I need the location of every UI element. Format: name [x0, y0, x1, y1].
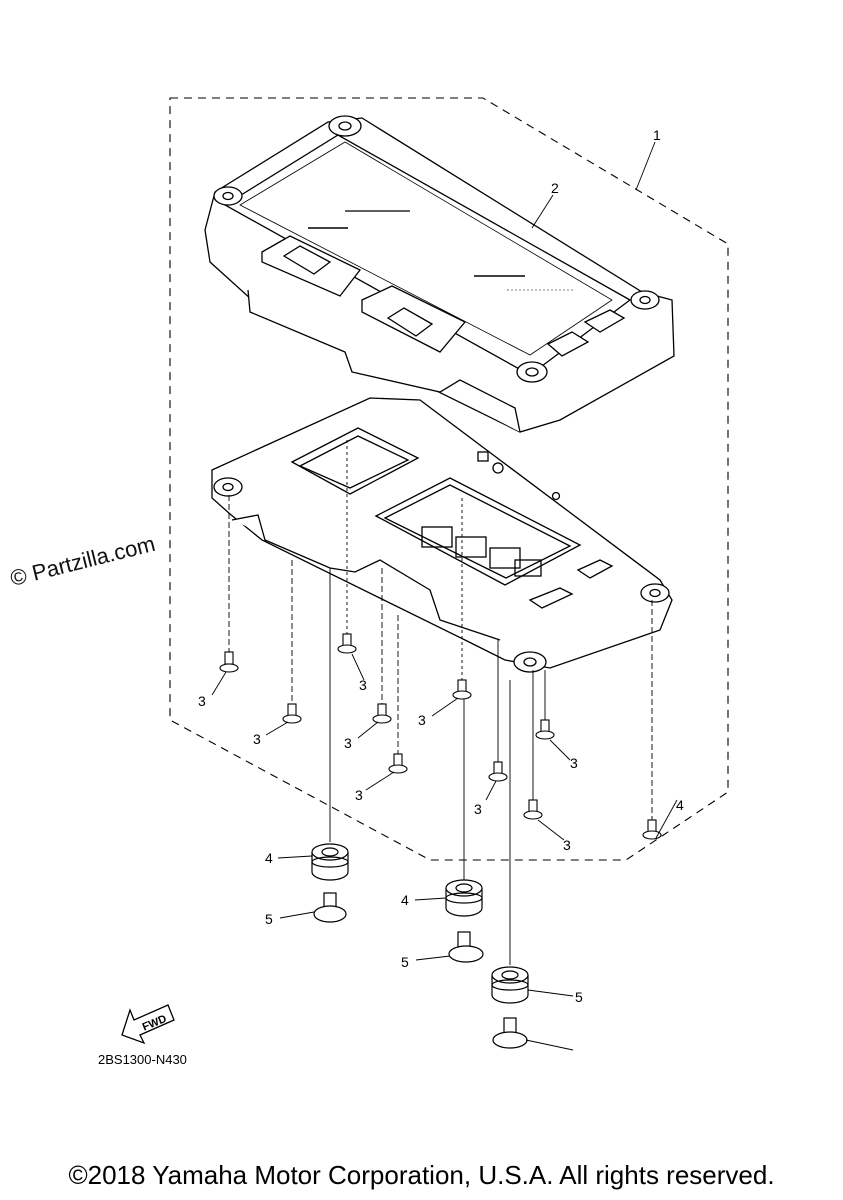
callout-4: 4 — [401, 892, 409, 908]
screw — [372, 703, 392, 724]
callout-3: 3 — [253, 731, 261, 747]
screws — [219, 633, 662, 840]
damper — [311, 843, 349, 881]
callout-3: 3 — [474, 801, 482, 817]
callout-3: 3 — [359, 677, 367, 693]
callout-3: 4 — [676, 797, 684, 813]
screw — [488, 761, 508, 782]
callout-2: 2 — [551, 180, 559, 196]
screw — [535, 719, 555, 740]
meter-cover — [204, 115, 675, 433]
callout-3: 3 — [344, 735, 352, 751]
callout-4: 5 — [575, 989, 583, 1005]
callout-3: 3 — [563, 837, 571, 853]
callout-leaders — [211, 141, 678, 1051]
callout-3: 3 — [418, 712, 426, 728]
callout-5: 5 — [401, 954, 409, 970]
callout-1: 1 — [653, 127, 661, 143]
bolt — [448, 931, 484, 963]
bolt — [313, 892, 347, 923]
copyright-notice: ©2018 Yamaha Motor Corporation, U.S.A. A… — [68, 1160, 775, 1190]
bolt — [492, 1017, 528, 1049]
assembly-boundary — [169, 97, 729, 861]
dampers — [311, 843, 529, 1004]
screw — [219, 651, 239, 673]
damper — [445, 879, 483, 917]
screw — [523, 799, 543, 820]
meter-body — [211, 397, 673, 673]
callouts: 1 2 3 3 3 3 3 3 3 3 3 4 4 4 5 5 5 — [198, 127, 684, 1005]
fwd-arrow-icon: FWD — [121, 1004, 175, 1045]
screw — [642, 819, 662, 840]
bolts — [313, 892, 528, 1049]
screw — [452, 679, 472, 700]
callout-3: 3 — [198, 693, 206, 709]
callout-5: 5 — [265, 911, 273, 927]
screw — [337, 633, 357, 654]
diagram-code: 2BS1300-N430 — [98, 1052, 187, 1067]
damper — [491, 966, 529, 1004]
callout-3: 3 — [355, 787, 363, 803]
screw — [388, 753, 408, 774]
screw — [282, 703, 302, 724]
callout-3: 3 — [570, 755, 578, 771]
leader-lines — [228, 440, 653, 965]
callout-4: 4 — [265, 850, 273, 866]
